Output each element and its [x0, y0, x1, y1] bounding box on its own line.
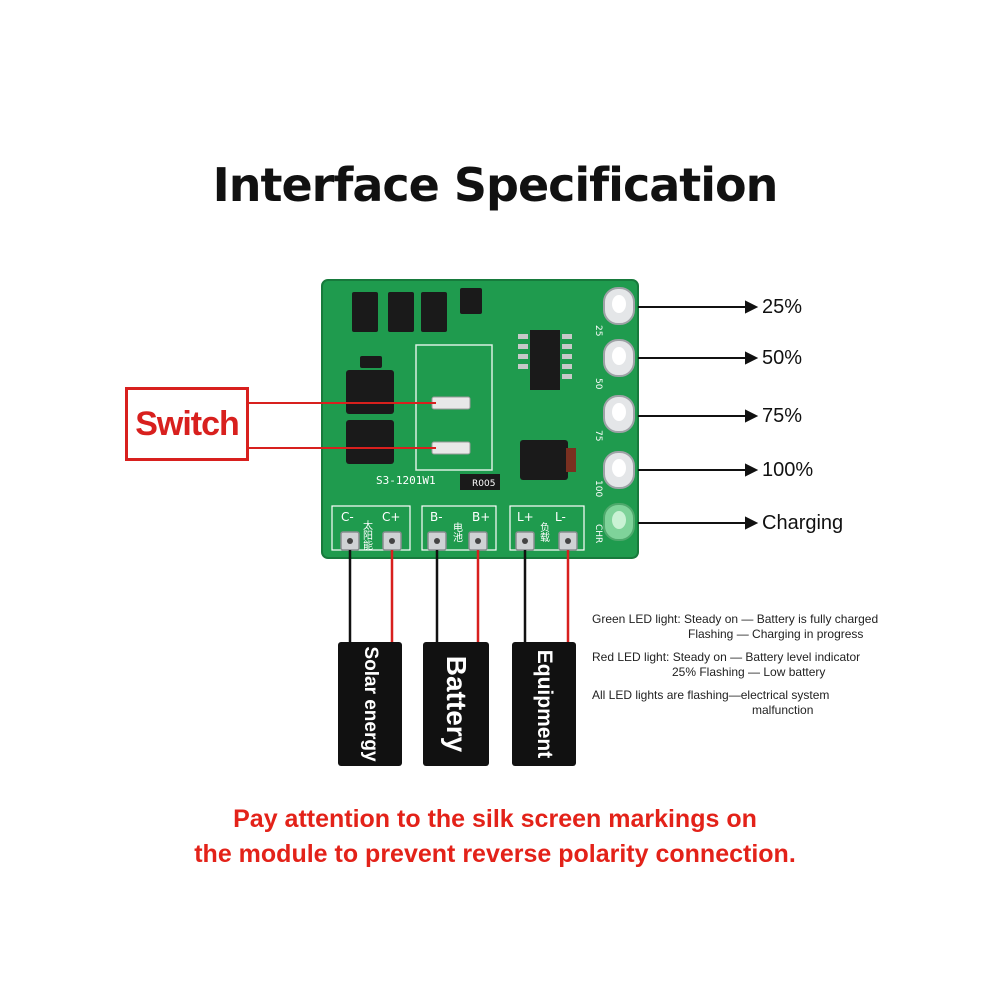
warning-line1: Pay attention to the silk screen marking… [233, 805, 757, 833]
led-label-25: 25% [762, 296, 803, 318]
led-label-50: 50% [762, 347, 803, 369]
led-charging [603, 503, 635, 541]
wires [348, 550, 570, 648]
pin-label-c-minus: C- [341, 510, 354, 524]
tag-equipment: Equipment [512, 642, 576, 766]
board-model: S3-1201W1 [376, 474, 436, 487]
tag-solar-energy-text: Solar energy [360, 646, 381, 762]
switch-callout: Switch [125, 387, 249, 461]
switch-pads [431, 396, 471, 455]
led-label-100: 100% [762, 459, 814, 481]
pcb-board: R005 S3-1201W1 C- C+ B- B+ L+ L- 太阳能 电池 … [321, 279, 639, 559]
pin-label-l-plus: L+ [517, 510, 534, 524]
tag-battery-text: Battery [441, 655, 472, 753]
driver-ic [518, 330, 572, 390]
tag-solar-energy: Solar energy [338, 642, 402, 766]
warning-line2: the module to prevent reverse polarity c… [194, 840, 796, 868]
tag-battery: Battery [423, 642, 489, 766]
led-mark-75: 75 [593, 430, 603, 441]
mosfet-chips [352, 288, 482, 332]
note-green-line2: Flashing — Charging in progress [688, 627, 864, 641]
tag-equipment-text: Equipment [533, 649, 556, 759]
silk-load: 负载 [538, 521, 550, 543]
pin-label-b-plus: B+ [472, 510, 490, 524]
note-red-line2: 25% Flashing — Low battery [672, 665, 826, 679]
led-notes: Green LED light: Steady on — Battery is … [592, 612, 972, 726]
note-red-line1: Red LED light: Steady on — Battery level… [592, 650, 861, 664]
led-75 [603, 395, 635, 433]
led-mark-25: 25 [593, 325, 603, 336]
led-mark-100: 100 [593, 480, 603, 497]
led-mark-chr: CHR [593, 524, 603, 543]
note-red: Red LED light: Steady on — Battery level… [592, 650, 972, 680]
regulator-chips [520, 440, 576, 480]
switch-leaders [249, 402, 436, 449]
led-label-charging: Charging [762, 512, 844, 534]
silk-solar: 太阳能 [361, 519, 373, 551]
led-100 [603, 451, 635, 489]
page-title: Interface Specification [212, 158, 779, 212]
pin-label-c-plus: C+ [382, 510, 400, 524]
led-indicators [603, 287, 635, 541]
note-all: All LED lights are flashing—electrical s… [592, 688, 972, 718]
polarity-warning: Pay attention to the silk screen marking… [0, 802, 990, 872]
pin-label-b-minus: B- [430, 510, 443, 524]
silk-battery: 电池 [451, 521, 463, 542]
led-mark-50: 50 [593, 378, 603, 390]
note-green: Green LED light: Steady on — Battery is … [592, 612, 972, 642]
led-50 [603, 339, 635, 377]
note-green-line1: Green LED light: Steady on — Battery is … [592, 612, 879, 626]
led-25 [603, 287, 635, 325]
led-label-75: 75% [762, 405, 803, 427]
led-arrows [638, 300, 759, 530]
note-all-line1: All LED lights are flashing—electrical s… [592, 688, 830, 702]
pin-label-l-minus: L- [555, 510, 566, 524]
note-all-line2: malfunction [752, 703, 814, 717]
resistor-mark: R005 [472, 479, 495, 489]
